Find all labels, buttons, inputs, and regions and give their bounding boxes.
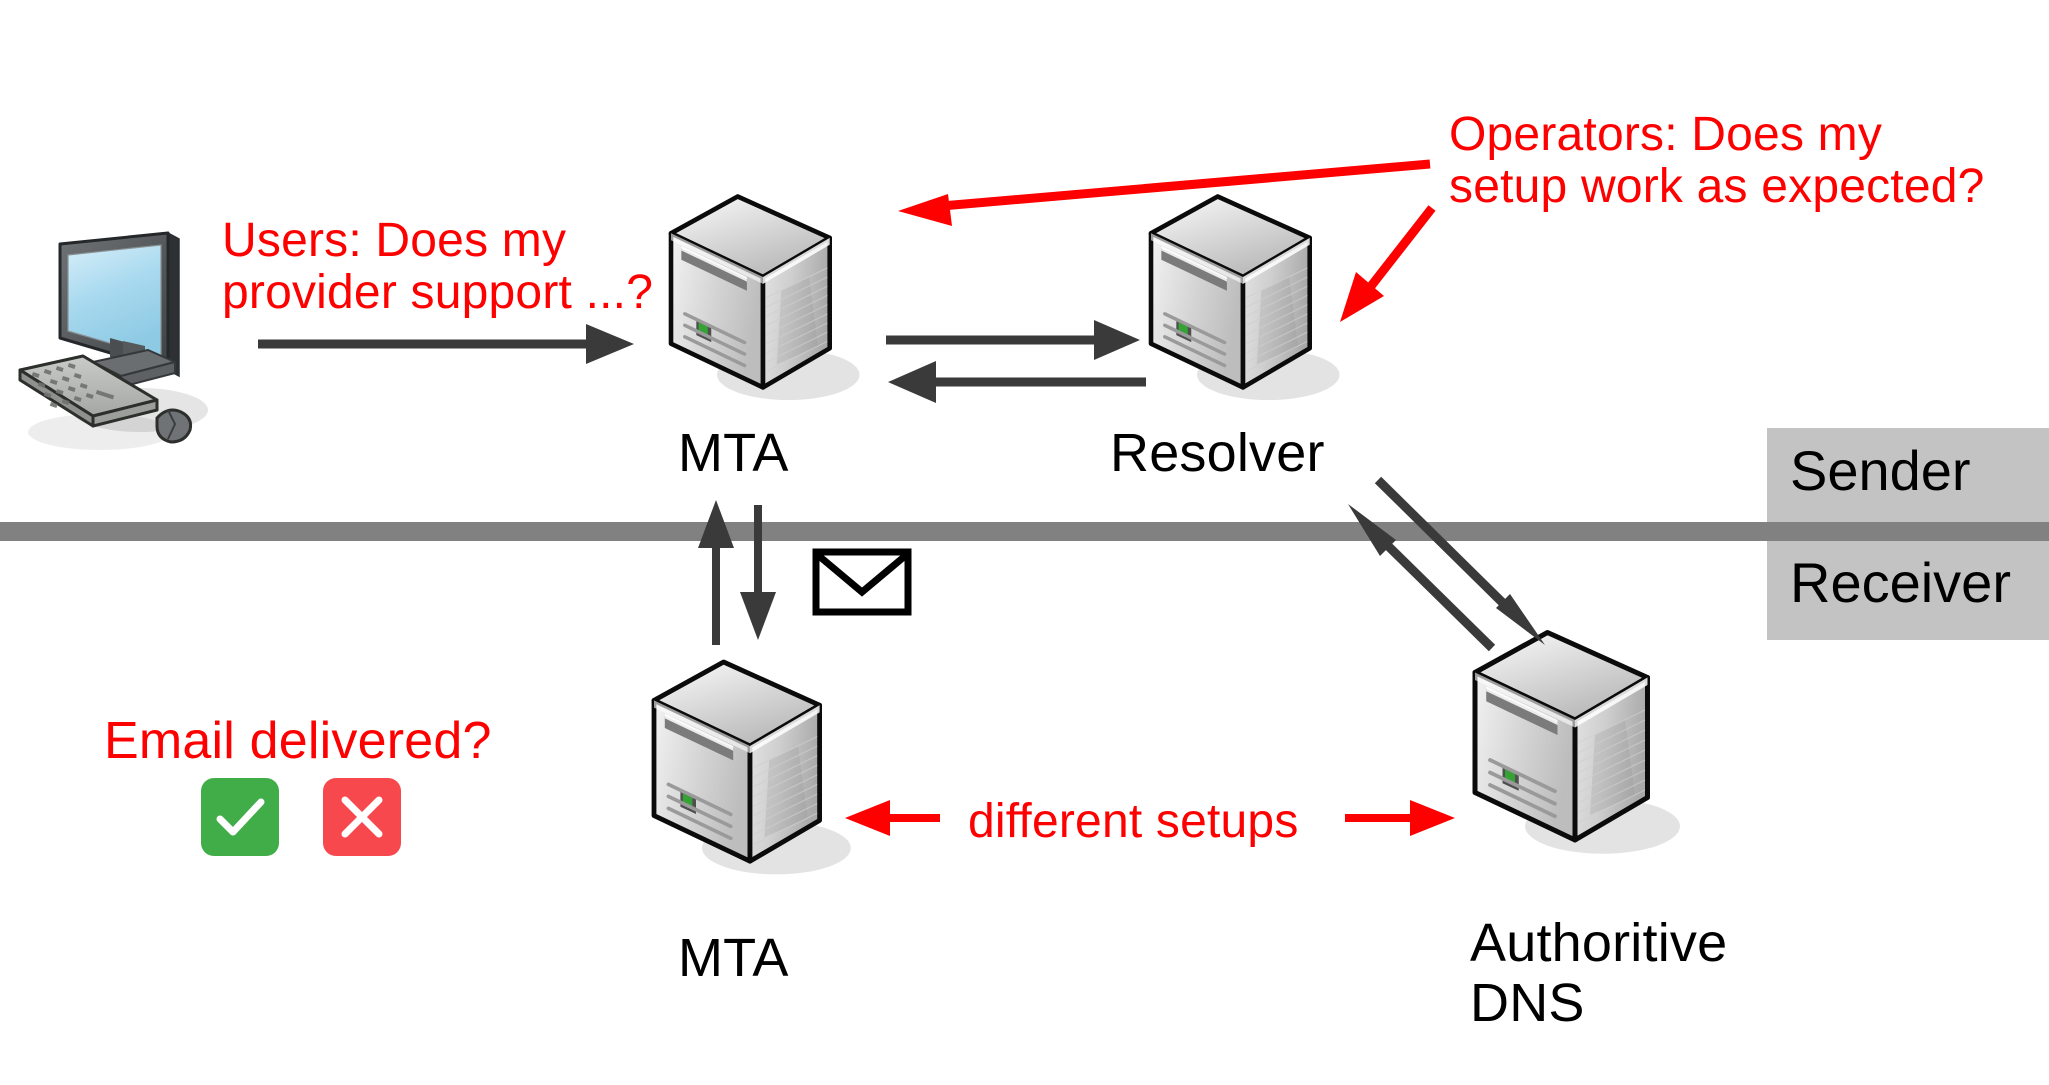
receiver-zone-label: Receiver [1790, 551, 2011, 614]
receiver-zone-box [1767, 540, 2049, 640]
sender-zone-label: Sender [1790, 439, 1971, 502]
users-question-line1: Users: Does my [222, 214, 567, 267]
arrow-different-setups-right [1345, 800, 1455, 836]
users-question-line2: provider support ...? [222, 266, 654, 319]
authoritative-dns-label-line2: DNS [1470, 973, 1585, 1033]
arrow-resolver-to-mta [888, 361, 1146, 403]
arrow-user-to-mta [258, 324, 634, 364]
authoritative-dns-label-line1: Authoritive [1470, 913, 1728, 973]
operators-question-line2: setup work as expected? [1449, 160, 1985, 213]
delivered-failure-badge[interactable] [323, 778, 401, 856]
computer-workstation-icon [5, 210, 220, 460]
receiver-mta-label: MTA [678, 928, 789, 988]
server-tower-icon-authoritative-dns [1450, 620, 1700, 870]
sender-receiver-divider [0, 522, 2049, 541]
email-delivered-label: Email delivered? [104, 712, 492, 770]
server-tower-icon-sender-mta [648, 185, 878, 415]
operators-question-line1: Operators: Does my [1449, 108, 1883, 161]
sender-zone-box [1767, 428, 2049, 522]
server-tower-icon-resolver [1128, 185, 1358, 415]
envelope-icon [812, 548, 912, 616]
arrow-mta-to-resolver [886, 320, 1140, 360]
different-setups-label: different setups [968, 795, 1299, 848]
sender-mta-label: MTA [678, 423, 789, 483]
resolver-label: Resolver [1110, 423, 1325, 483]
server-tower-icon-receiver-mta [630, 650, 870, 890]
delivered-success-badge[interactable] [201, 778, 279, 856]
